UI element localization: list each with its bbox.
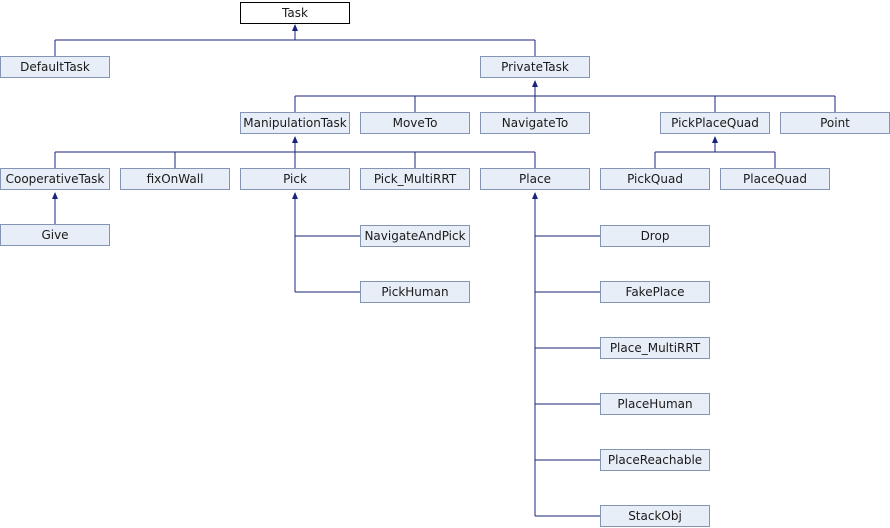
- node-cooperativetask[interactable]: CooperativeTask: [0, 168, 110, 190]
- node-place[interactable]: Place: [480, 168, 590, 190]
- node-point[interactable]: Point: [780, 112, 890, 134]
- arrow-manipulationtask: [292, 136, 298, 143]
- arrow-privatetask: [532, 80, 538, 87]
- node-task: Task: [240, 2, 350, 24]
- node-manipulationtask[interactable]: ManipulationTask: [240, 112, 350, 134]
- node-pickhuman[interactable]: PickHuman: [360, 281, 470, 303]
- node-placequad[interactable]: PlaceQuad: [720, 168, 830, 190]
- arrow-place: [532, 192, 538, 199]
- edge-place-children: [534, 193, 600, 517]
- node-navigateto[interactable]: NavigateTo: [480, 112, 590, 134]
- node-defaulttask[interactable]: DefaultTask: [0, 56, 110, 78]
- node-pickplacequad[interactable]: PickPlaceQuad: [660, 112, 770, 134]
- node-place-multirrt[interactable]: Place_MultiRRT: [600, 337, 710, 359]
- node-fixonwall[interactable]: fixOnWall: [120, 168, 230, 190]
- node-pickquad[interactable]: PickQuad: [600, 168, 710, 190]
- node-drop[interactable]: Drop: [600, 225, 710, 247]
- edge-task-children: [54, 25, 536, 56]
- edge-manipulationtask-children: [54, 137, 536, 168]
- node-placereachable[interactable]: PlaceReachable: [600, 449, 710, 471]
- node-pick-multirrt[interactable]: Pick_MultiRRT: [360, 168, 470, 190]
- node-privatetask[interactable]: PrivateTask: [480, 56, 590, 78]
- node-navigateandpick[interactable]: NavigateAndPick: [360, 225, 470, 247]
- arrow-task: [292, 24, 298, 31]
- arrow-cooperativetask: [52, 192, 58, 199]
- arrow-pick: [292, 192, 298, 199]
- node-pick[interactable]: Pick: [240, 168, 350, 190]
- node-give[interactable]: Give: [0, 224, 110, 246]
- node-moveto[interactable]: MoveTo: [360, 112, 470, 134]
- edge-pickplacequad-children: [654, 137, 776, 168]
- node-stackobj[interactable]: StackObj: [600, 505, 710, 527]
- edge-pick-children: [294, 193, 360, 293]
- arrow-pickplacequad: [712, 136, 718, 143]
- edge-privatetask-children: [294, 81, 836, 112]
- node-placehuman[interactable]: PlaceHuman: [600, 393, 710, 415]
- node-fakeplace[interactable]: FakePlace: [600, 281, 710, 303]
